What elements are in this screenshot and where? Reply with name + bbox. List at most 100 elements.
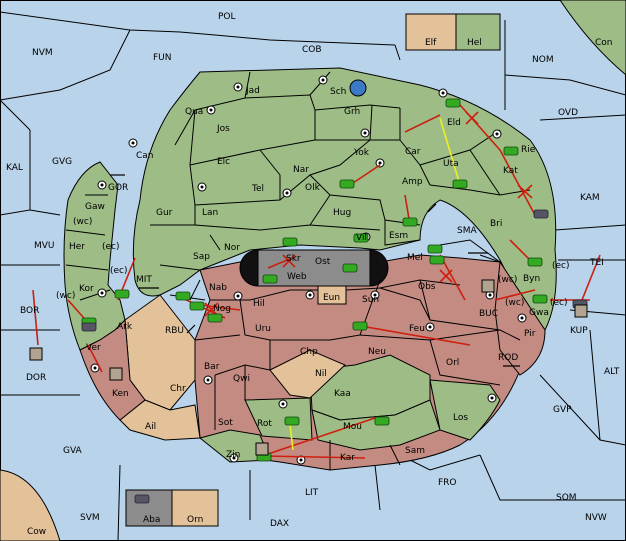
label-fro: FRO <box>438 478 457 488</box>
label-eld: Eld <box>447 118 461 128</box>
label-orl: Orl <box>446 358 459 368</box>
label-nab: Nab <box>209 283 227 293</box>
label-cob: COB <box>302 45 322 55</box>
label-nvw: NVW <box>585 513 607 523</box>
label-ken: Ken <box>112 389 129 399</box>
label-nar: Nar <box>293 165 309 175</box>
label-gva: GVA <box>63 446 83 456</box>
label-dax: DAX <box>270 519 289 529</box>
army-units[interactable] <box>81 98 548 462</box>
label-lit: LIT <box>305 488 319 498</box>
coast-tag-byn-wc: (wc) <box>498 275 517 285</box>
label-gor: GOR <box>108 183 128 193</box>
territory-nil[interactable] <box>269 349 346 399</box>
label-sot: Sot <box>218 418 233 428</box>
label-amp: Amp <box>402 177 423 187</box>
label-hug: Hug <box>333 208 351 218</box>
legend-aba-label: Aba <box>143 515 160 525</box>
label-nvm: NVM <box>32 48 53 58</box>
label-mou: Mou <box>343 422 362 432</box>
coast-tag-kor-ec: (ec) <box>110 266 128 276</box>
label-sma: SMA <box>457 226 477 236</box>
label-rie: Rie <box>521 145 536 155</box>
label-web: Web <box>287 272 307 282</box>
label-elc: Elc <box>217 157 230 167</box>
label-mel: Mel <box>407 253 423 263</box>
label-can: Can <box>136 151 154 161</box>
label-lan: Lan <box>202 208 218 218</box>
label-bor: BOR <box>20 306 39 316</box>
label-uta: Uta <box>443 159 459 169</box>
channel-arrows <box>110 174 520 367</box>
label-svm: SVM <box>80 513 100 523</box>
label-kup: KUP <box>570 326 588 336</box>
territory-borders-north <box>65 71 531 301</box>
label-mit: MIT <box>136 275 152 285</box>
label-ver: Ver <box>86 343 101 353</box>
label-nom: NOM <box>532 55 554 65</box>
label-chr: Chr <box>170 384 186 394</box>
label-uru: Uru <box>255 324 271 334</box>
label-zin: Zin <box>226 450 240 460</box>
label-rod: ROD <box>498 353 518 363</box>
label-kor: Kor <box>79 284 94 294</box>
label-kam: KAM <box>580 193 600 203</box>
label-gur: Gur <box>156 208 173 218</box>
label-vil: Vil <box>356 233 367 243</box>
label-ost: Ost <box>315 257 331 267</box>
legend-hel <box>455 13 501 51</box>
labels: POL FUN COB NOM Con NVM OVD KAL GVG GOR … <box>6 12 620 537</box>
label-byn: Byn <box>523 274 540 284</box>
order-arrows <box>32 104 601 459</box>
label-ovd: OVD <box>558 108 578 118</box>
label-gvp: GVP <box>553 405 572 415</box>
coast-tag-gwa-ec: (ec) <box>550 298 568 308</box>
label-sun: Sun <box>362 295 379 305</box>
label-ark: Ark <box>117 322 133 332</box>
territory-borders-south <box>169 279 521 470</box>
label-cow: Cow <box>27 527 46 537</box>
label-bar: Bar <box>204 362 220 372</box>
label-sap: Sap <box>193 252 210 262</box>
label-bri: Bri <box>490 219 502 229</box>
label-pir: Pir <box>524 329 536 339</box>
label-feu: Feu <box>409 324 425 334</box>
label-qwi: Qwi <box>233 374 250 384</box>
label-skr: Skr <box>286 254 301 264</box>
label-kar: Kar <box>340 453 355 463</box>
legend-hel-label: Hel <box>467 38 482 48</box>
label-chp: Chp <box>300 347 318 357</box>
label-los: Los <box>453 413 468 423</box>
legend-orn-label: Orn <box>187 515 203 525</box>
label-som: SOM <box>556 493 577 503</box>
label-nor: Nor <box>224 243 240 253</box>
label-ail: Ail <box>145 422 156 432</box>
coast-tag-her-wc: (wc) <box>73 217 92 227</box>
sch-coin-icon <box>349 79 367 97</box>
label-rot: Rot <box>257 419 272 429</box>
label-nil: Nil <box>315 369 327 379</box>
coast-tag-kor-wc: (wc) <box>56 291 75 301</box>
territory-ail[interactable] <box>119 399 201 441</box>
label-sch: Sch <box>330 87 346 97</box>
coast-tag-her-ec: (ec) <box>102 242 120 252</box>
label-dor: DOR <box>26 373 46 383</box>
label-kal: KAL <box>6 163 23 173</box>
legend-orn <box>171 489 219 527</box>
label-esm: Esm <box>389 231 408 241</box>
legend-elf <box>405 13 457 51</box>
label-gvg: GVG <box>52 157 72 167</box>
northern-continent[interactable] <box>132 67 557 331</box>
territory-los[interactable] <box>429 379 501 441</box>
label-nog: Nog <box>213 304 231 314</box>
label-gaw: Gaw <box>85 202 105 212</box>
label-obs: Obs <box>418 282 436 292</box>
label-buc: BUC <box>479 309 498 319</box>
label-alt: ALT <box>604 367 620 377</box>
coast-tag-gwa-wc: (wc) <box>505 298 524 308</box>
coast-tag-byn-ec: (ec) <box>552 261 570 271</box>
label-grh: Grh <box>344 107 360 117</box>
label-qua: Qua <box>185 107 203 117</box>
label-kat: Kat <box>503 166 518 176</box>
